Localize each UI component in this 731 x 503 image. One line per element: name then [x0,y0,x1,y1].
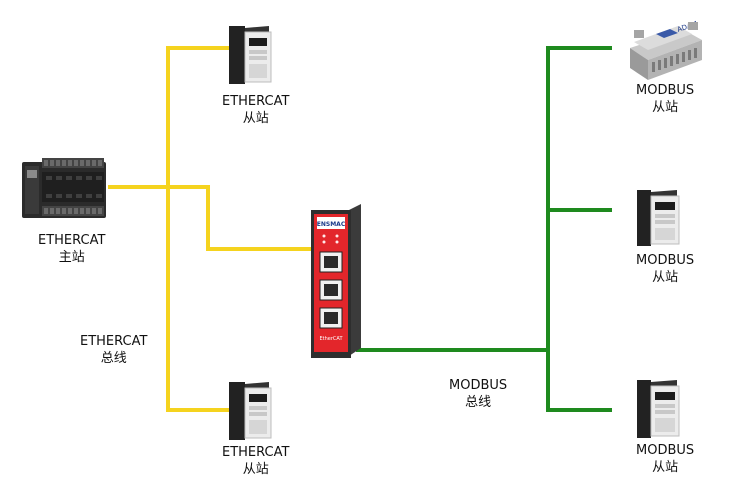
ethercat-slave-bottom-label: ETHERCAT 从站 [222,444,289,478]
modbus-slave-top-label: MODBUS 从站 [636,82,694,116]
modbus-slave-drive-mid [637,190,680,246]
modbus-slave-bottom-label-line1: MODBUS [636,443,695,458]
modbus-slave-mid-label: MODBUS 从站 [636,252,694,286]
ethercat-master-label: ETHERCAT 主站 [38,232,105,266]
modbus-slave-bottom-label-line2: 从站 [652,460,679,475]
ethercat-bus-label: ETHERCAT 总线 [80,333,147,367]
modbus-slave-drive-bottom [637,380,680,438]
ethercat-slave-bottom-label-line1: ETHERCAT [222,445,290,460]
ethercat-master-label-line2: 主站 [58,250,85,265]
modbus-bus-label-line2: 总线 [465,395,492,410]
ethercat-bus-lines [108,46,315,412]
ethercat-master-label-line1: ETHERCAT [38,233,106,248]
ethercat-modbus-gateway: ENSMAC EtherCAT [311,204,361,358]
modbus-slave-top-label-line2: 从站 [652,100,679,115]
ethercat-master-plc [22,158,106,218]
modbus-slave-bottom-label: MODBUS 从站 [636,442,694,476]
modbus-bus-lines [356,46,612,412]
ethercat-slave-top-label: ETHERCAT 从站 [222,93,289,127]
ethercat-slave-drive-top [229,26,272,84]
ethercat-slave-bottom-label-line2: 从站 [242,462,269,477]
modbus-slave-mid-label-line2: 从站 [652,270,679,285]
modbus-bus-label-line1: MODBUS [449,378,508,393]
gateway-brand-text: ENSMAC [317,221,346,228]
ethercat-slave-drive-bottom [229,382,272,440]
modbus-io-module: ADAM [630,20,702,80]
ethercat-slave-top-label-line2: 从站 [242,111,269,126]
ethercat-slave-top-label-line1: ETHERCAT [222,94,290,109]
ethercat-bus-label-line2: 总线 [100,351,127,366]
gateway-ethernet-ports [319,251,343,329]
modbus-slave-top-label-line1: MODBUS [636,83,695,98]
gateway-model-text: EtherCAT [320,336,344,342]
modbus-bus-label: MODBUS 总线 [449,377,507,411]
ethercat-master-to-gateway-line [108,185,315,251]
modbus-slave-mid-label-line1: MODBUS [636,253,695,268]
ethercat-bus-label-line1: ETHERCAT [80,334,148,349]
